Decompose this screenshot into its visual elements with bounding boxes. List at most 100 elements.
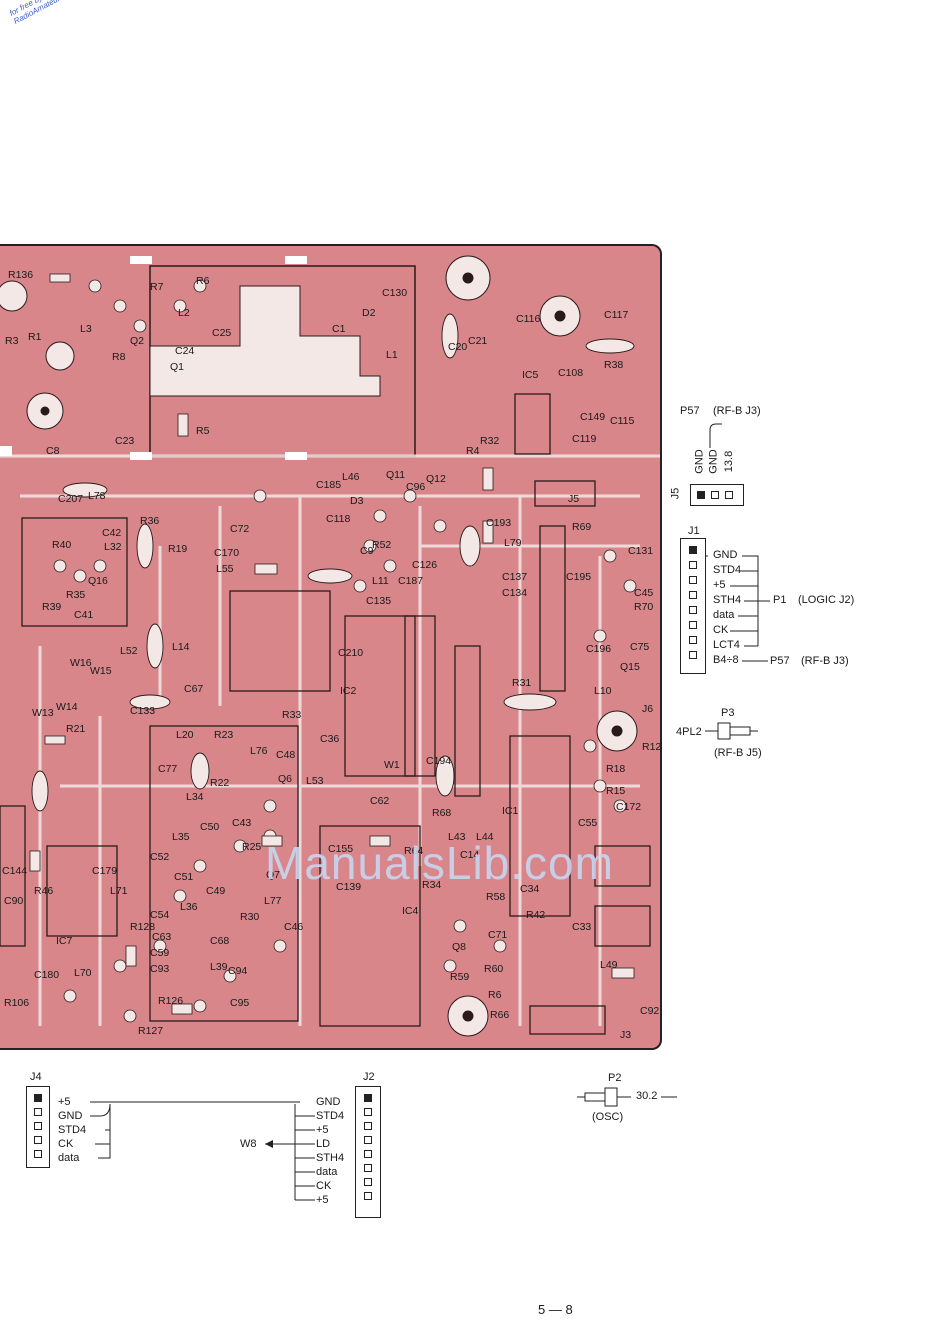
pcb-label: C54 [150, 909, 170, 921]
pcb-label: C179 [92, 865, 118, 877]
pcb-label: R21 [66, 723, 86, 735]
j1-pin-7 [689, 636, 697, 644]
pcb-label: R31 [512, 677, 532, 689]
j1-pin-5 [689, 606, 697, 614]
pcb-label: R106 [4, 997, 30, 1009]
j4-housing [26, 1086, 50, 1168]
j1-pin-label: +5 [713, 579, 726, 591]
p57-desc: (RF-B J3) [713, 405, 761, 417]
p1-ref: P1 [773, 594, 787, 606]
pcb-label: Q2 [130, 335, 145, 347]
pcb-label: Q8 [452, 941, 467, 953]
j1-p57-ref: P57 [770, 655, 790, 667]
pcb-label: L77 [264, 895, 282, 907]
pcb-label: R5 [196, 425, 210, 437]
pcb-label: L11 [372, 575, 389, 587]
j1-pin-label: CK [713, 624, 729, 636]
pcb-label: L32 [104, 541, 122, 553]
j4-label: J4 [30, 1071, 42, 1083]
pcb-label: C55 [578, 817, 598, 829]
j5-label: J5 [669, 487, 682, 500]
j1-pin-6 [689, 621, 697, 629]
pcb-label: L10 [594, 685, 612, 697]
pcb-label: L55 [216, 563, 234, 575]
pcb-label: C95 [230, 997, 250, 1009]
pcb-label: C50 [200, 821, 220, 833]
pcb-label: C62 [370, 795, 390, 807]
j1-housing [680, 538, 706, 674]
pcb-label: C24 [175, 345, 195, 357]
pcb-label: C170 [214, 547, 240, 559]
j1-pin-label: data [713, 609, 735, 621]
pcb-label: R32 [480, 435, 500, 447]
w8-arrow-icon [265, 1140, 273, 1148]
page-number: 5 — 8 [538, 1302, 573, 1317]
pcb-label: C180 [34, 969, 60, 981]
j4-pin-2 [34, 1108, 42, 1116]
pcb-label: Q16 [88, 575, 108, 587]
j5-pin-1 [697, 491, 705, 499]
pcb-label: C46 [284, 921, 304, 933]
pcb-label: C49 [206, 885, 226, 897]
j5-pin-2 [711, 491, 719, 499]
pcb-label: R4 [466, 445, 480, 457]
p2-value: 30.2 [636, 1090, 658, 1102]
watermark: for free by RadioAmateur.eu [8, 0, 71, 26]
pcb-label: C59 [150, 947, 170, 959]
pcb-label: R52 [372, 539, 392, 551]
pcb-label: C131 [628, 545, 654, 557]
pcb-label: C71 [488, 929, 508, 941]
pcb-label: D2 [362, 307, 376, 319]
pcb-label: R46 [34, 885, 54, 897]
pcb-label: C119 [572, 433, 597, 445]
j5-housing [690, 484, 744, 506]
pcb-label: R42 [526, 909, 546, 921]
j1-bus-lines [705, 555, 770, 662]
pcb-label: J3 [620, 1029, 632, 1041]
pcb-label: C8 [46, 445, 60, 457]
j5-bracket [709, 423, 722, 448]
pcb-label: W1 [384, 759, 400, 771]
j1-label: J1 [688, 525, 700, 537]
pcb-label: C41 [74, 609, 94, 621]
pcb-label: C134 [502, 587, 528, 599]
pcb-label: R15 [606, 785, 626, 797]
pcb-label: L44 [476, 831, 494, 843]
pcb-label: C72 [230, 523, 250, 535]
pcb-label: L34 [186, 791, 204, 803]
pcb-label: C23 [115, 435, 135, 447]
pcb-label: R23 [214, 729, 234, 741]
j2-pin-3 [364, 1122, 372, 1130]
pcb-label: L43 [448, 831, 466, 843]
pcb-label: W16 [70, 657, 92, 669]
pcb-label: C155 [328, 843, 354, 855]
j4-pin-4 [34, 1136, 42, 1144]
j2-pin-6 [364, 1164, 372, 1172]
pcb-label: C194 [426, 755, 452, 767]
pcb-label: L2 [178, 307, 190, 319]
pcb-label: C90 [4, 895, 24, 907]
p57-ref: P57 [680, 405, 700, 417]
pcb-label: IC7 [56, 935, 73, 947]
manualslib-logo: ManualsLib.com [265, 837, 614, 889]
pcb-label: R6 [196, 275, 210, 287]
pcb-label: R126 [158, 995, 184, 1007]
pcb-label: C149 [580, 411, 606, 423]
j2-pin-4 [364, 1136, 372, 1144]
pcb-label: C48 [276, 749, 296, 761]
pcb-label: Q11 [386, 469, 406, 481]
pcb-label: C43 [232, 817, 252, 829]
pcb-label: C52 [150, 851, 170, 863]
pcb-label: C94 [228, 965, 248, 977]
j1-pin-label: GND [713, 549, 738, 561]
pcb-label: L20 [176, 729, 194, 741]
pcb-label: R59 [450, 971, 470, 983]
j4-pin-label: CK [58, 1138, 74, 1150]
pcb-label: C51 [174, 871, 194, 883]
pcb-label: R136 [8, 269, 34, 281]
j4-pin-3 [34, 1122, 42, 1130]
pcb-label: C63 [152, 931, 172, 943]
j1-pin-3 [689, 576, 697, 584]
pcb-label: C139 [336, 881, 362, 893]
pcb-label: R60 [484, 963, 504, 975]
